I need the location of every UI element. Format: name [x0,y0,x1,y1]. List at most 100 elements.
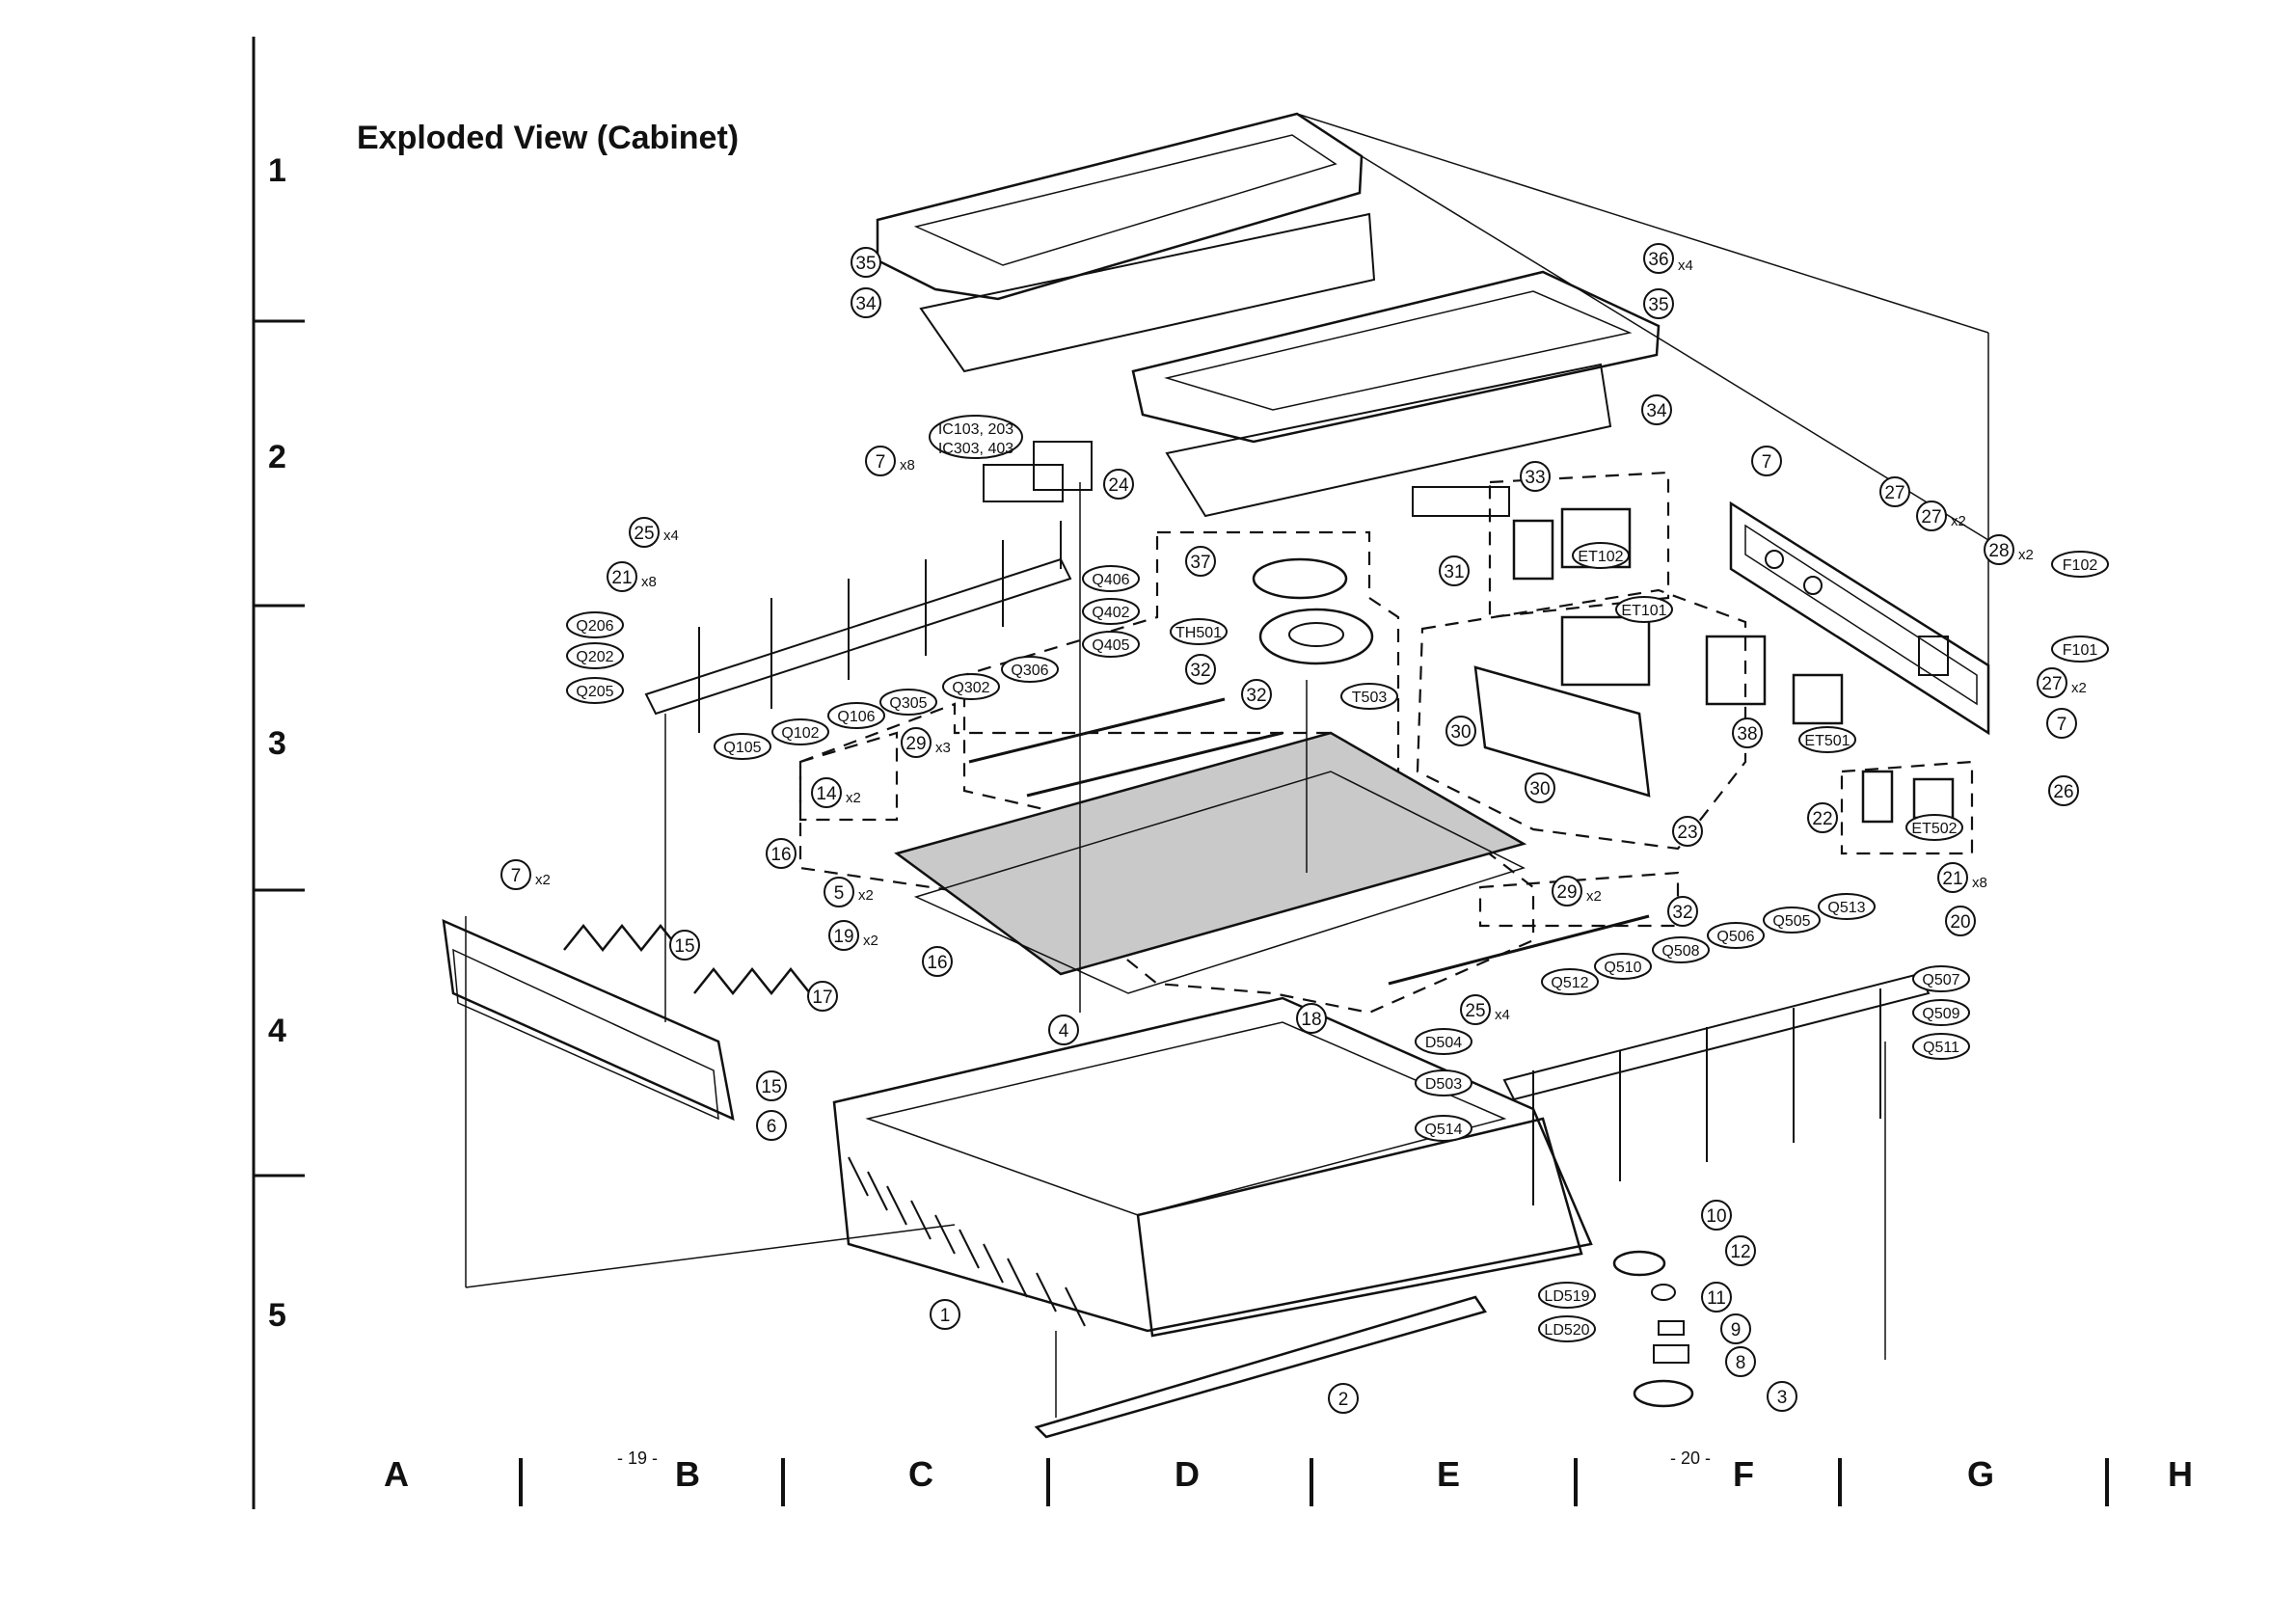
component-label-text: LD519 [1544,1288,1589,1305]
callout-21b: 21 [1937,862,1968,893]
callout-4: 4 [1048,1015,1079,1045]
component-label-q302: Q302 [942,673,1000,700]
quantity-q5: x2 [858,887,874,904]
callout-circle [865,446,896,476]
component-label-text: Q106 [837,709,875,725]
terminal-et501 [1792,673,1844,725]
callout-circle [1460,994,1491,1025]
callout-circle [1439,555,1470,586]
callout-circle [1725,1235,1756,1266]
led-spacer-8 [1653,1344,1689,1364]
component-label-et502: ET502 [1905,814,1963,841]
insulator-sheet-33 [1412,486,1510,517]
callout-circle [2046,708,2077,739]
callout-34b: 34 [1641,394,1672,425]
callout-circle [1241,679,1272,710]
component-label-ld520: LD520 [1538,1315,1596,1342]
component-label-t503: T503 [1340,683,1398,710]
component-label-q509: Q509 [1912,999,1970,1026]
component-label-text: Q105 [723,740,761,756]
callout-label: 23 [1677,823,1697,843]
callout-label: 7 [2057,715,2067,735]
component-label-outline [942,673,1000,700]
callout-label: 30 [1450,722,1471,743]
callout-circle [922,946,953,977]
component-label-q402: Q402 [1082,598,1140,625]
callout-1: 1 [930,1299,960,1330]
component-label-text: Q405 [1092,637,1129,654]
callout-label: 20 [1950,912,1970,933]
callout-circle [828,920,859,951]
callout-circle [2037,667,2067,698]
callout-label: 32 [1190,661,1210,681]
component-label-ld519: LD519 [1538,1282,1596,1309]
component-label-text: IC303, 403 [938,441,1013,457]
callout-36: 36 [1643,243,1674,274]
component-label-text: D504 [1425,1035,1462,1051]
component-label-text: Q306 [1011,663,1048,679]
callout-7d: 7 [500,859,531,890]
component-label-outline [1340,683,1398,710]
component-label-text: Q511 [1923,1040,1959,1056]
component-label-outline [1082,565,1140,592]
component-label-outline [1763,907,1821,934]
component-label-outline [771,718,829,745]
callout-5: 5 [824,877,854,907]
component-label-outline [1905,814,1963,841]
component-label-et501: ET501 [1798,726,1856,753]
callout-label: 35 [855,254,876,274]
page-number-left: - 19 - [617,1448,659,1468]
component-label-outline [1594,953,1652,980]
callout-37: 37 [1185,546,1216,577]
callout-circle [930,1299,960,1330]
component-label-text: Q509 [1922,1006,1959,1022]
ic-chip-block [983,464,1064,502]
grid-column-c: C [908,1454,933,1494]
callout-circle [1767,1381,1797,1412]
callout-19: 19 [828,920,859,951]
component-label-outline [1912,999,1970,1026]
callout-label: 22 [1812,809,1832,829]
component-label-outline [1798,726,1856,753]
quantity-q21b: x8 [1972,875,1987,891]
component-label-d504: D504 [1415,1028,1472,1055]
cover-leader-line-2 [1361,155,1989,541]
pcb-rail-32b [1026,731,1283,798]
top-cover-insulator-lower [1165,363,1612,518]
callout-16a: 16 [766,838,797,869]
callout-7a: 7 [865,446,896,476]
component-label-et101: ET101 [1615,596,1673,623]
main-pcb [894,731,1527,976]
callout-circle [607,561,637,592]
output-transistor-bank-right [1502,972,1931,1205]
top-cover-plate-lower-inner [1164,290,1633,411]
component-label-text: Q512 [1551,975,1588,991]
component-label-outline [1541,968,1599,995]
callout-label: 25 [634,524,654,544]
page-number-right: - 20 - [1670,1448,1712,1468]
component-label-text: ET501 [1804,733,1850,749]
callout-11: 11 [1701,1282,1732,1313]
callout-24: 24 [1103,469,1134,500]
callout-label: 27 [2041,674,2062,694]
quantity-q27b: x2 [1951,513,1966,529]
component-label-text: Q402 [1092,605,1129,621]
callout-circle [1445,716,1476,746]
component-label-outline [1001,656,1059,683]
component-label-q102: Q102 [771,718,829,745]
grid-column-e: E [1437,1454,1461,1494]
callout-33: 33 [1520,461,1551,492]
component-label-outline [1538,1315,1596,1342]
callout-label: 18 [1301,1010,1321,1030]
callout-6: 6 [756,1110,787,1141]
callout-30b: 30 [1525,772,1555,803]
component-label-q505: Q505 [1763,907,1821,934]
callout-circle [1732,717,1763,748]
output-transistor-bank-left [644,521,1072,733]
component-label-q306: Q306 [1001,656,1059,683]
callout-label: 26 [2053,782,2073,802]
pad-31 [1512,519,1554,581]
